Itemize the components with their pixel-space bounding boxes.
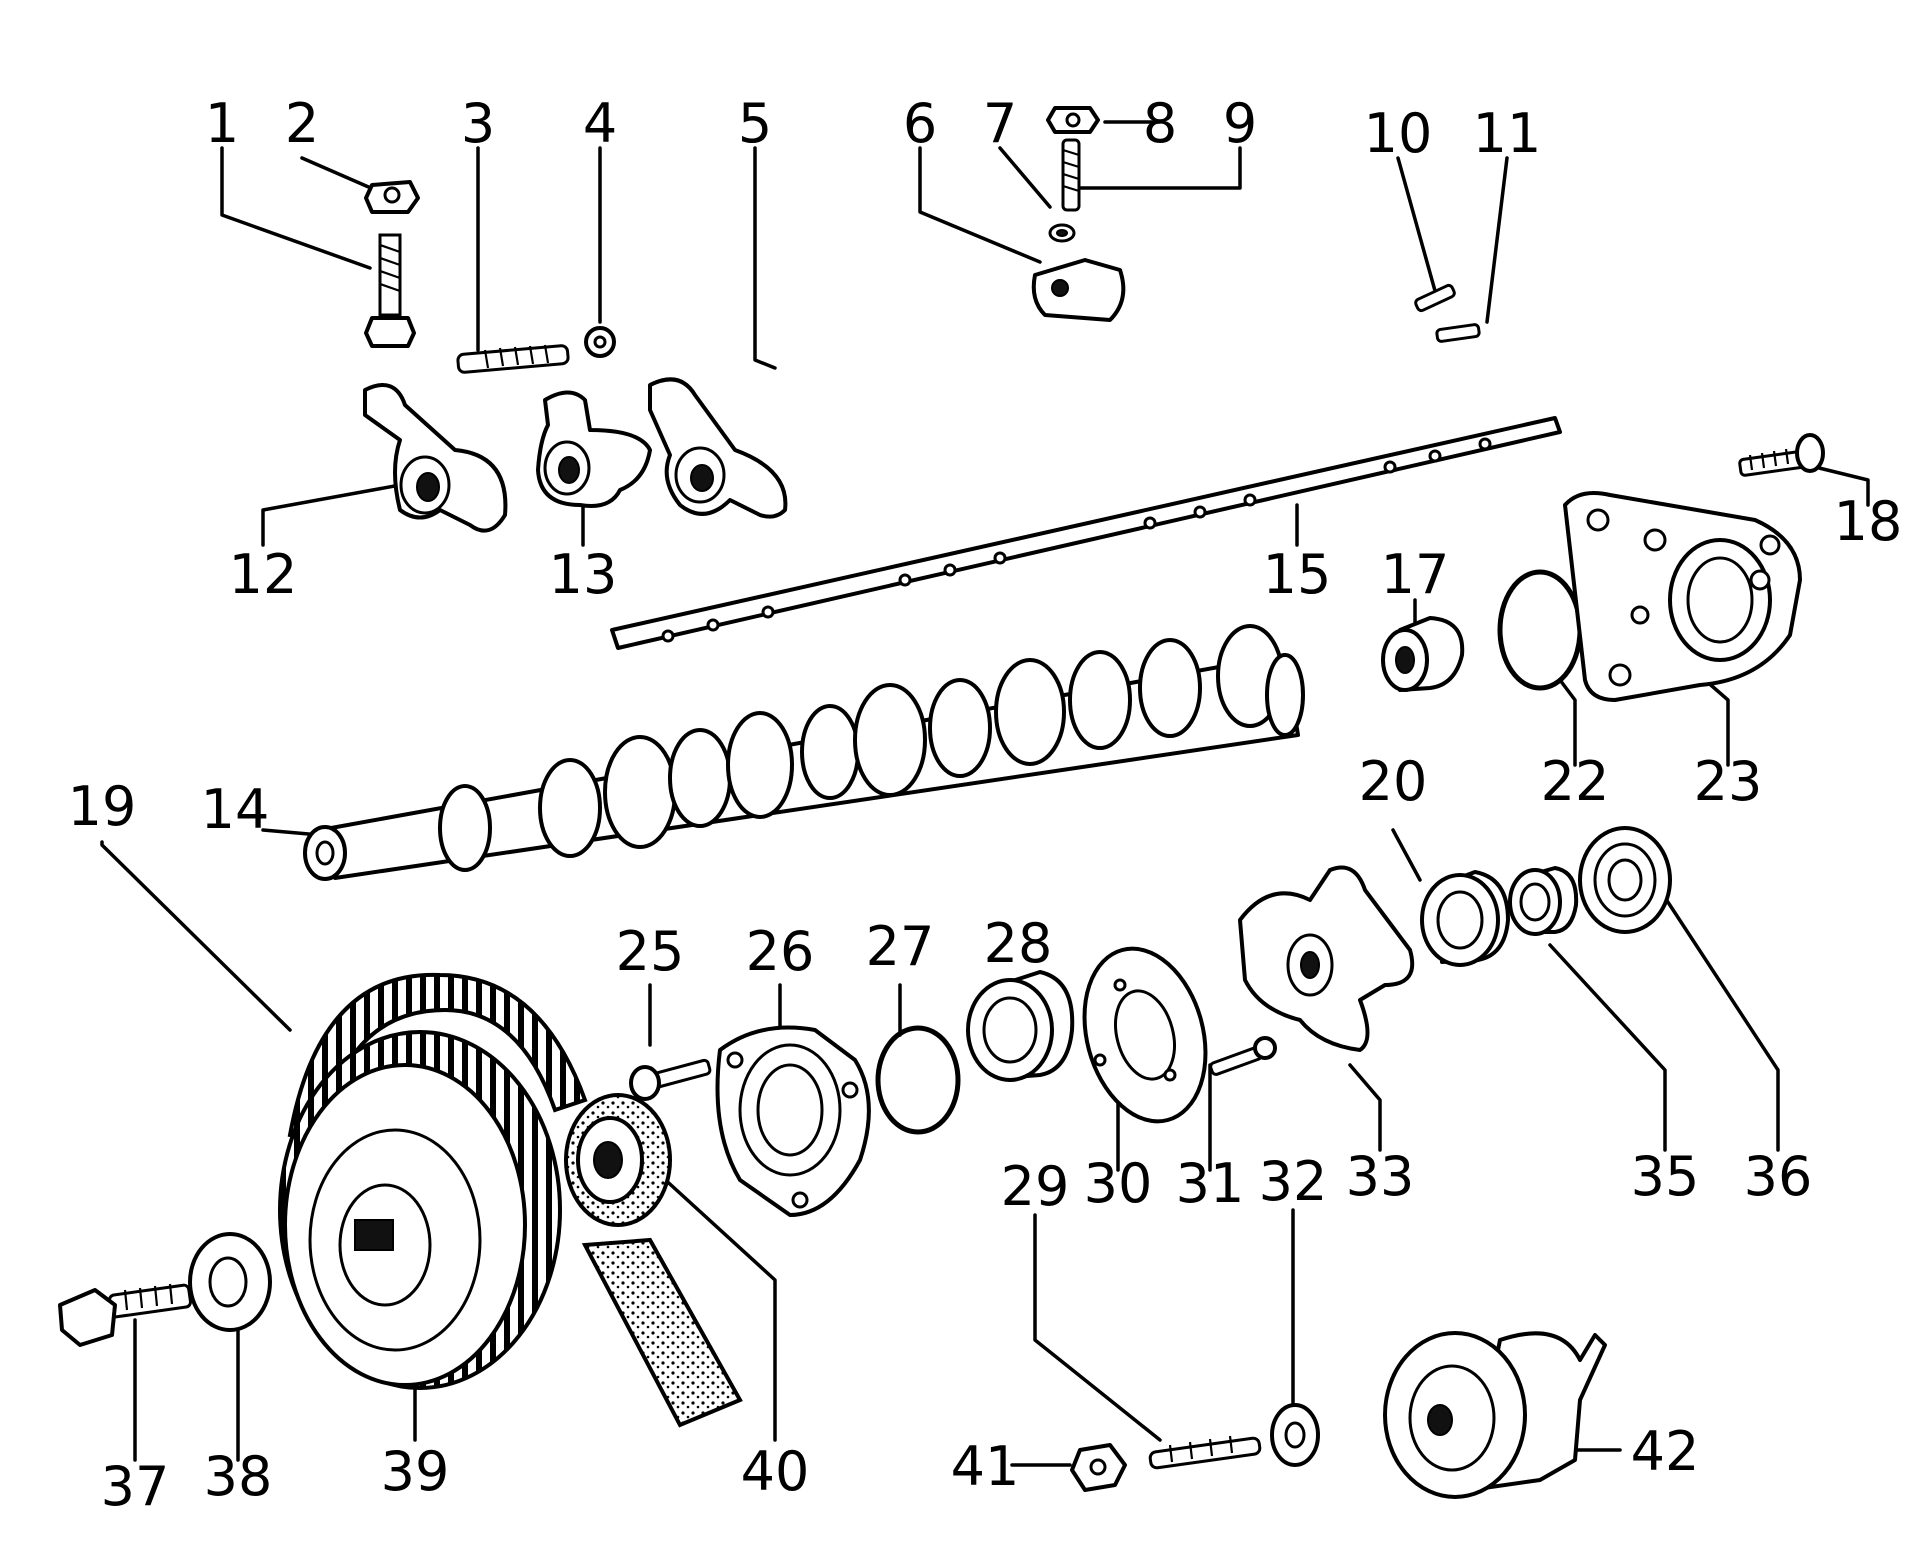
callout-labels: 1 2 3 4 5 6 7 8 9 10 11 12 13 14 15 17 1… xyxy=(68,92,1903,1518)
callout-3: 3 xyxy=(461,92,495,155)
callout-11: 11 xyxy=(1473,102,1542,165)
callout-27: 27 xyxy=(866,915,935,978)
rocker-arm-part-12 xyxy=(363,383,508,533)
callout-38: 38 xyxy=(204,1445,273,1508)
seal-part-35 xyxy=(1508,866,1579,936)
callout-25: 25 xyxy=(616,920,685,983)
callout-32: 32 xyxy=(1259,1150,1328,1213)
bearing-part-28 xyxy=(966,970,1075,1082)
bolt-part-1 xyxy=(364,233,416,348)
callout-30: 30 xyxy=(1084,1152,1153,1215)
stud-part-29 xyxy=(1148,1435,1262,1470)
stud-part-10 xyxy=(1414,283,1456,313)
ring-part-27 xyxy=(875,1025,961,1135)
nut-part-2 xyxy=(364,180,420,214)
screw-part-18 xyxy=(1738,433,1825,477)
oil-tube-part-15 xyxy=(610,416,1562,650)
rocker-arm-part-5 xyxy=(648,377,788,519)
callout-31: 31 xyxy=(1176,1152,1245,1215)
stud-part-9 xyxy=(1061,138,1081,212)
callout-19: 19 xyxy=(68,775,137,838)
callout-26: 26 xyxy=(746,920,815,983)
rocker-arm-part-13 xyxy=(536,390,652,508)
drive-part-33 xyxy=(1238,865,1415,1052)
callout-39: 39 xyxy=(381,1440,450,1503)
callout-41: 41 xyxy=(951,1435,1020,1498)
callout-9: 9 xyxy=(1223,92,1257,155)
flange-plate-part-30 xyxy=(1082,946,1208,1124)
block-part-6 xyxy=(1031,258,1126,322)
callout-15: 15 xyxy=(1263,543,1332,606)
tensioner-part-42 xyxy=(1383,1331,1607,1499)
bearing-part-20 xyxy=(1420,870,1510,967)
idler-part-40 xyxy=(564,1093,672,1227)
bolt-part-37 xyxy=(58,1283,192,1347)
callout-42: 42 xyxy=(1631,1420,1700,1483)
callout-37: 37 xyxy=(101,1455,170,1518)
screw-part-25 xyxy=(629,1058,712,1101)
washer-part-7 xyxy=(1048,223,1076,243)
callout-17: 17 xyxy=(1381,543,1450,606)
washer-part-38 xyxy=(188,1232,272,1332)
callout-8: 8 xyxy=(1143,92,1177,155)
callout-6: 6 xyxy=(903,92,937,155)
callout-40: 40 xyxy=(741,1440,810,1503)
bushing-part-17 xyxy=(1381,616,1465,692)
sprocket-part-39 xyxy=(278,1030,562,1390)
callout-33: 33 xyxy=(1346,1145,1415,1208)
callout-23: 23 xyxy=(1694,750,1763,813)
callout-35: 35 xyxy=(1631,1145,1700,1208)
callout-29: 29 xyxy=(1001,1155,1070,1218)
callout-14: 14 xyxy=(201,778,270,841)
housing-part-23 xyxy=(1563,491,1802,702)
callout-36: 36 xyxy=(1744,1145,1813,1208)
callout-20: 20 xyxy=(1359,750,1428,813)
callout-18: 18 xyxy=(1834,490,1903,553)
callout-28: 28 xyxy=(984,912,1053,975)
callout-5: 5 xyxy=(738,92,772,155)
callout-12: 12 xyxy=(229,543,298,606)
stud-part-11 xyxy=(1435,323,1481,343)
callout-13: 13 xyxy=(549,543,618,606)
o-ring-part-22 xyxy=(1497,569,1583,691)
timing-belt-part-19 xyxy=(287,972,743,1428)
callout-2: 2 xyxy=(285,92,319,155)
stud-part-3 xyxy=(456,344,570,374)
callout-1: 1 xyxy=(205,92,239,155)
screw-part-31 xyxy=(1209,1036,1277,1076)
callout-7: 7 xyxy=(983,92,1017,155)
bearing-part-36 xyxy=(1578,826,1672,934)
callout-22: 22 xyxy=(1541,750,1610,813)
washer-part-32 xyxy=(1270,1403,1320,1467)
nut-part-8 xyxy=(1046,106,1100,134)
callout-4: 4 xyxy=(583,92,617,155)
housing-part-26 xyxy=(715,1025,871,1217)
callout-10: 10 xyxy=(1364,102,1433,165)
nut-part-4 xyxy=(584,326,616,358)
camshaft-part-14 xyxy=(303,624,1305,881)
nut-part-41 xyxy=(1070,1443,1127,1492)
